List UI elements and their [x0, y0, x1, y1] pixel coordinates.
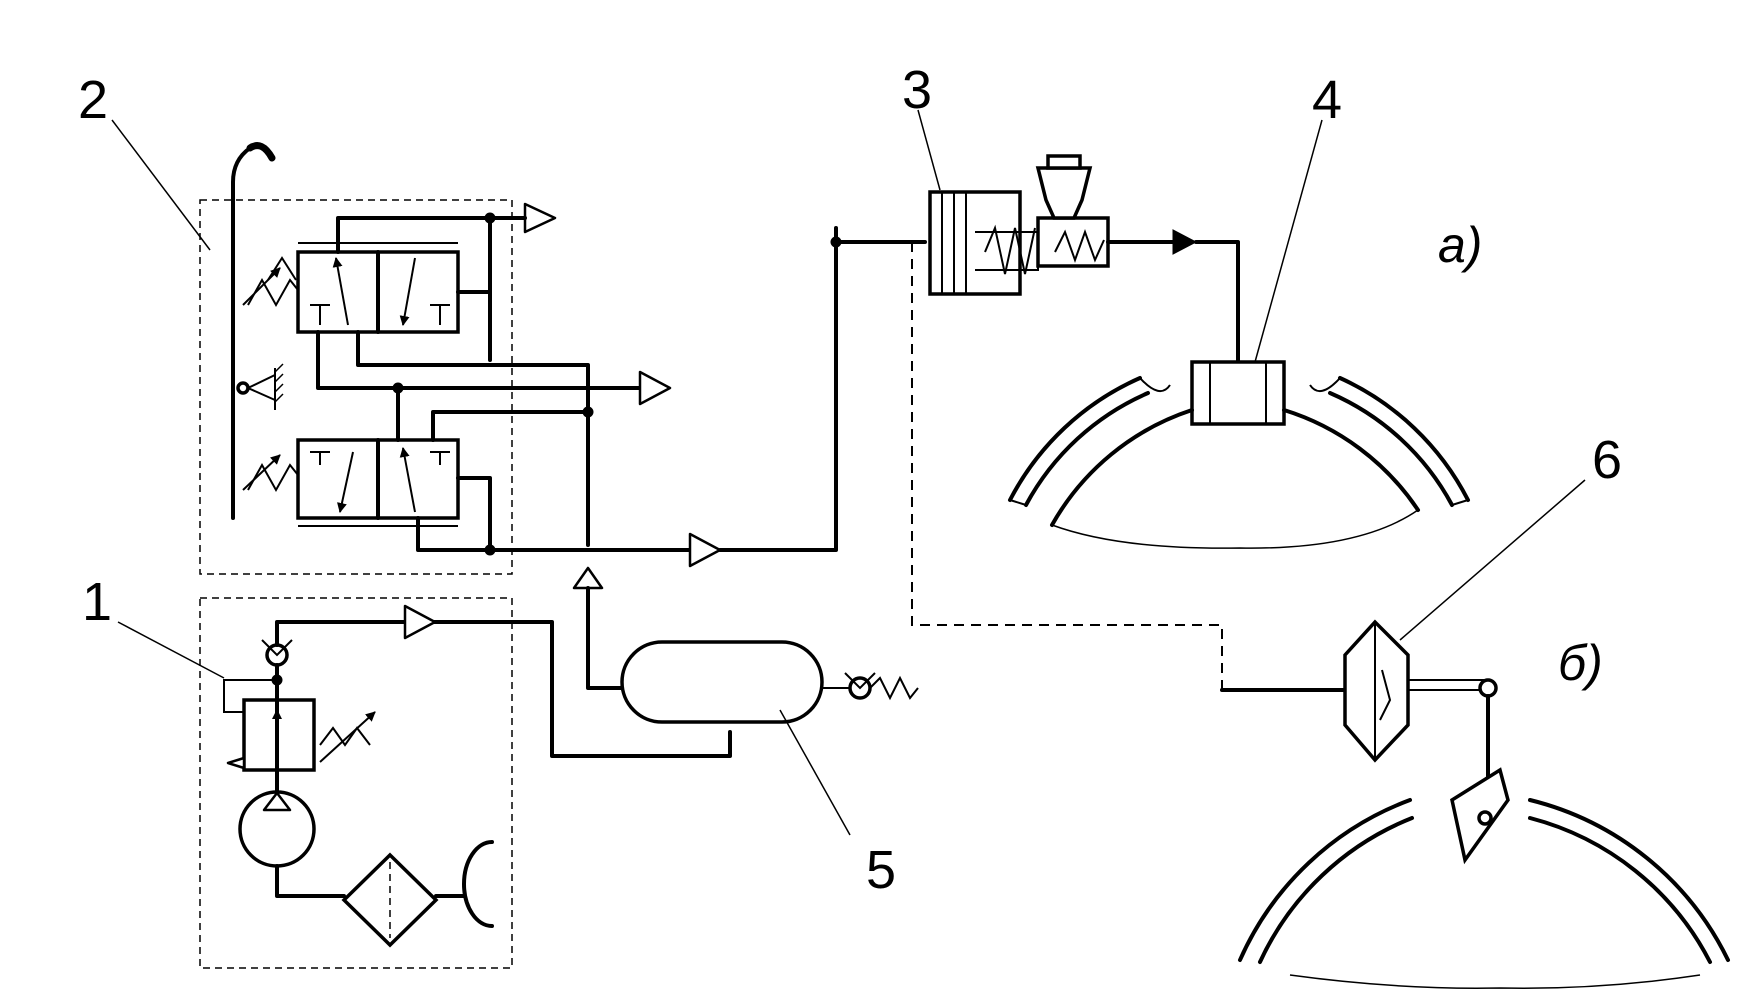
label-2: 2	[78, 70, 108, 130]
label-variant-b: б)	[1558, 635, 1603, 691]
label-5: 5	[866, 840, 896, 900]
leader-6	[1399, 479, 1586, 641]
receiver	[620, 640, 919, 724]
label-variant-a: а)	[1438, 217, 1482, 273]
leader-4	[1254, 119, 1323, 363]
leader-2	[111, 119, 211, 251]
drum-brake-a	[1008, 360, 1470, 549]
label-6: 6	[1592, 430, 1622, 490]
brake-chamber	[928, 154, 1240, 364]
supply-unit	[199, 597, 732, 969]
label-1: 1	[82, 572, 112, 632]
leader-1	[117, 621, 225, 679]
label-3: 3	[902, 60, 932, 120]
label-4: 4	[1312, 70, 1342, 130]
drum-brake-b	[1238, 619, 1730, 989]
brake-valve-unit	[199, 142, 927, 690]
leader-3	[917, 109, 941, 191]
leader-5	[779, 709, 851, 836]
